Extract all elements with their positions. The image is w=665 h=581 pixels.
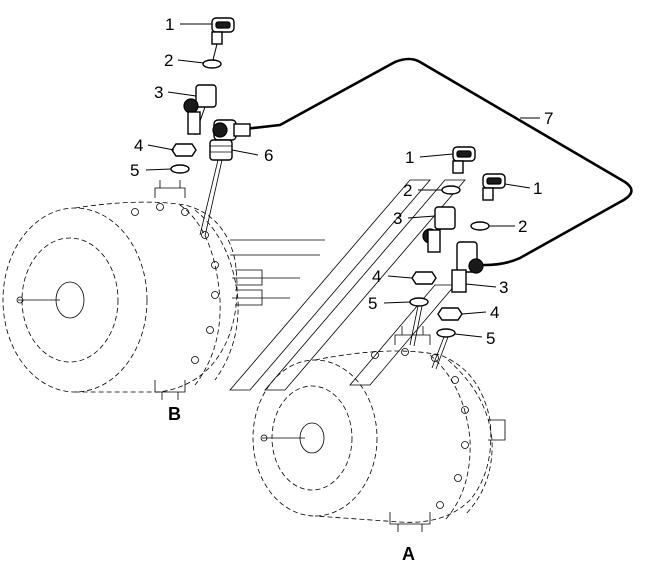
view-arrow: [229, 179, 466, 391]
fittings-a-right: [431, 173, 506, 370]
fittings-a-left: [409, 146, 476, 347]
callout-a-4-left: 4: [372, 267, 381, 286]
callout-a-3-right: 3: [499, 278, 508, 297]
view-label-a: A: [402, 544, 415, 564]
callout-a-5-right: 5: [486, 329, 495, 348]
callout-labels: 1 2 3 4 5 6 7 1 2 3 4 5 1 2 3 4 5: [130, 15, 553, 348]
callout-a-1-left: 1: [405, 148, 414, 167]
view-label-b: B: [168, 404, 181, 424]
motor-a: [252, 326, 506, 532]
hose-7: [233, 57, 633, 267]
callout-a-2-left: 2: [403, 181, 412, 200]
callout-hose-7: 7: [544, 109, 553, 128]
callout-b-6: 6: [264, 146, 273, 165]
callout-b-2: 2: [164, 51, 173, 70]
callout-a-5-left: 5: [368, 294, 377, 313]
callout-a-4-right: 4: [490, 303, 499, 322]
leader-lines: [145, 23, 540, 338]
callout-b-4: 4: [134, 136, 143, 155]
callout-b-3: 3: [154, 83, 163, 102]
callout-a-3-left: 3: [393, 209, 402, 228]
callout-b-1: 1: [165, 15, 174, 34]
callout-a-2-right: 2: [518, 217, 527, 236]
callout-b-5: 5: [130, 161, 139, 180]
callout-a-1-right: 1: [533, 179, 542, 198]
motor-b: [2, 180, 263, 400]
fittings-b: [170, 17, 251, 237]
